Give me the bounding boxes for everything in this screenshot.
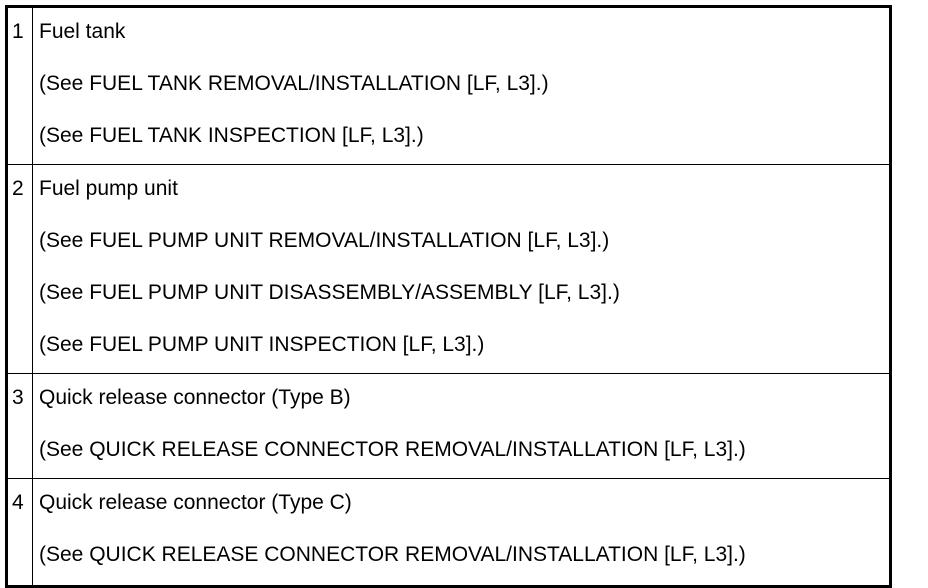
reference-link[interactable]: (See QUICK RELEASE CONNECTOR REMOVAL/INS… — [39, 438, 746, 461]
part-name: Fuel pump unit — [39, 177, 178, 200]
parts-table: 1 Fuel tank (See FUEL TANK REMOVAL/INSTA… — [5, 5, 892, 588]
row-content: Quick release connector (Type C) (See QU… — [32, 478, 891, 587]
part-name: Quick release connector (Type C) — [39, 491, 352, 514]
reference-link[interactable]: (See FUEL PUMP UNIT DISASSEMBLY/ASSEMBLY… — [39, 281, 620, 304]
table-row: 1 Fuel tank (See FUEL TANK REMOVAL/INSTA… — [6, 6, 891, 165]
row-number: 1 — [6, 6, 33, 165]
row-number: 2 — [6, 164, 33, 374]
part-name: Fuel tank — [39, 20, 126, 43]
reference-link[interactable]: (See FUEL PUMP UNIT REMOVAL/INSTALLATION… — [39, 229, 610, 252]
table-row: 4 Quick release connector (Type C) (See … — [6, 478, 891, 587]
row-content: Quick release connector (Type B) (See QU… — [32, 373, 891, 479]
reference-link[interactable]: (See FUEL TANK REMOVAL/INSTALLATION [LF,… — [39, 72, 549, 95]
table-row: 2 Fuel pump unit (See FUEL PUMP UNIT REM… — [6, 164, 891, 374]
row-content: Fuel pump unit (See FUEL PUMP UNIT REMOV… — [32, 164, 891, 374]
row-number: 4 — [6, 478, 33, 587]
table-row: 3 Quick release connector (Type B) (See … — [6, 373, 891, 479]
reference-link[interactable]: (See FUEL PUMP UNIT INSPECTION [LF, L3].… — [39, 333, 485, 356]
reference-link[interactable]: (See QUICK RELEASE CONNECTOR REMOVAL/INS… — [39, 543, 746, 566]
reference-link[interactable]: (See FUEL TANK INSPECTION [LF, L3].) — [39, 124, 424, 147]
part-name: Quick release connector (Type B) — [39, 386, 351, 409]
row-content: Fuel tank (See FUEL TANK REMOVAL/INSTALL… — [32, 6, 891, 165]
row-number: 3 — [6, 373, 33, 479]
